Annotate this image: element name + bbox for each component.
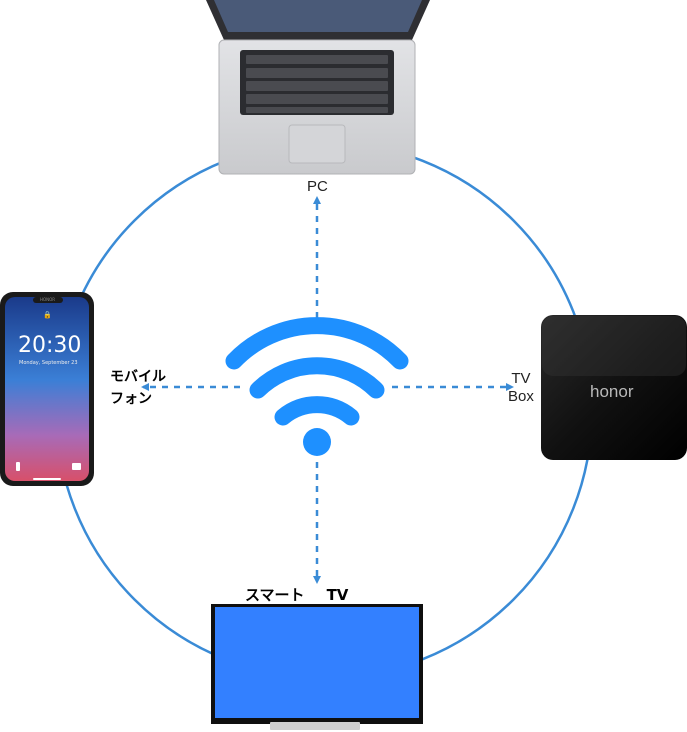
smart-tv-label-part1: スマート (245, 586, 305, 604)
tv-box-label-line1: TV (511, 370, 531, 387)
tv-box-brand: honor (590, 382, 634, 401)
tv-box-icon: honor (541, 315, 687, 460)
mobile-label-line1: モバイル (110, 369, 166, 385)
wifi-icon (225, 317, 409, 426)
tv-screen (215, 607, 419, 718)
camera-icon (72, 463, 81, 470)
laptop-icon (206, 0, 430, 175)
smart-tv-label-part2: TV (326, 586, 349, 604)
tv-box-label: TV Box (508, 370, 534, 406)
television-icon (211, 604, 423, 730)
phone-date: Monday, September 23 (19, 360, 78, 366)
phone-lock-icon: 🔒 (43, 311, 52, 319)
wifi-dot (303, 428, 331, 456)
tv-box-label-line2: Box (508, 388, 534, 405)
pc-label: PC (307, 178, 328, 195)
phone-time: 20:30 (18, 333, 81, 358)
phone-brand: HONOR (40, 297, 55, 302)
smartphone-icon: HONOR 🔒 20:30 Monday, September 23 (0, 292, 94, 486)
flashlight-icon (16, 462, 20, 471)
mobile-label-line2: フォン (110, 391, 152, 407)
smart-tv-label: スマート TV (245, 584, 348, 605)
mobile-label: モバイル フォン (110, 366, 166, 410)
